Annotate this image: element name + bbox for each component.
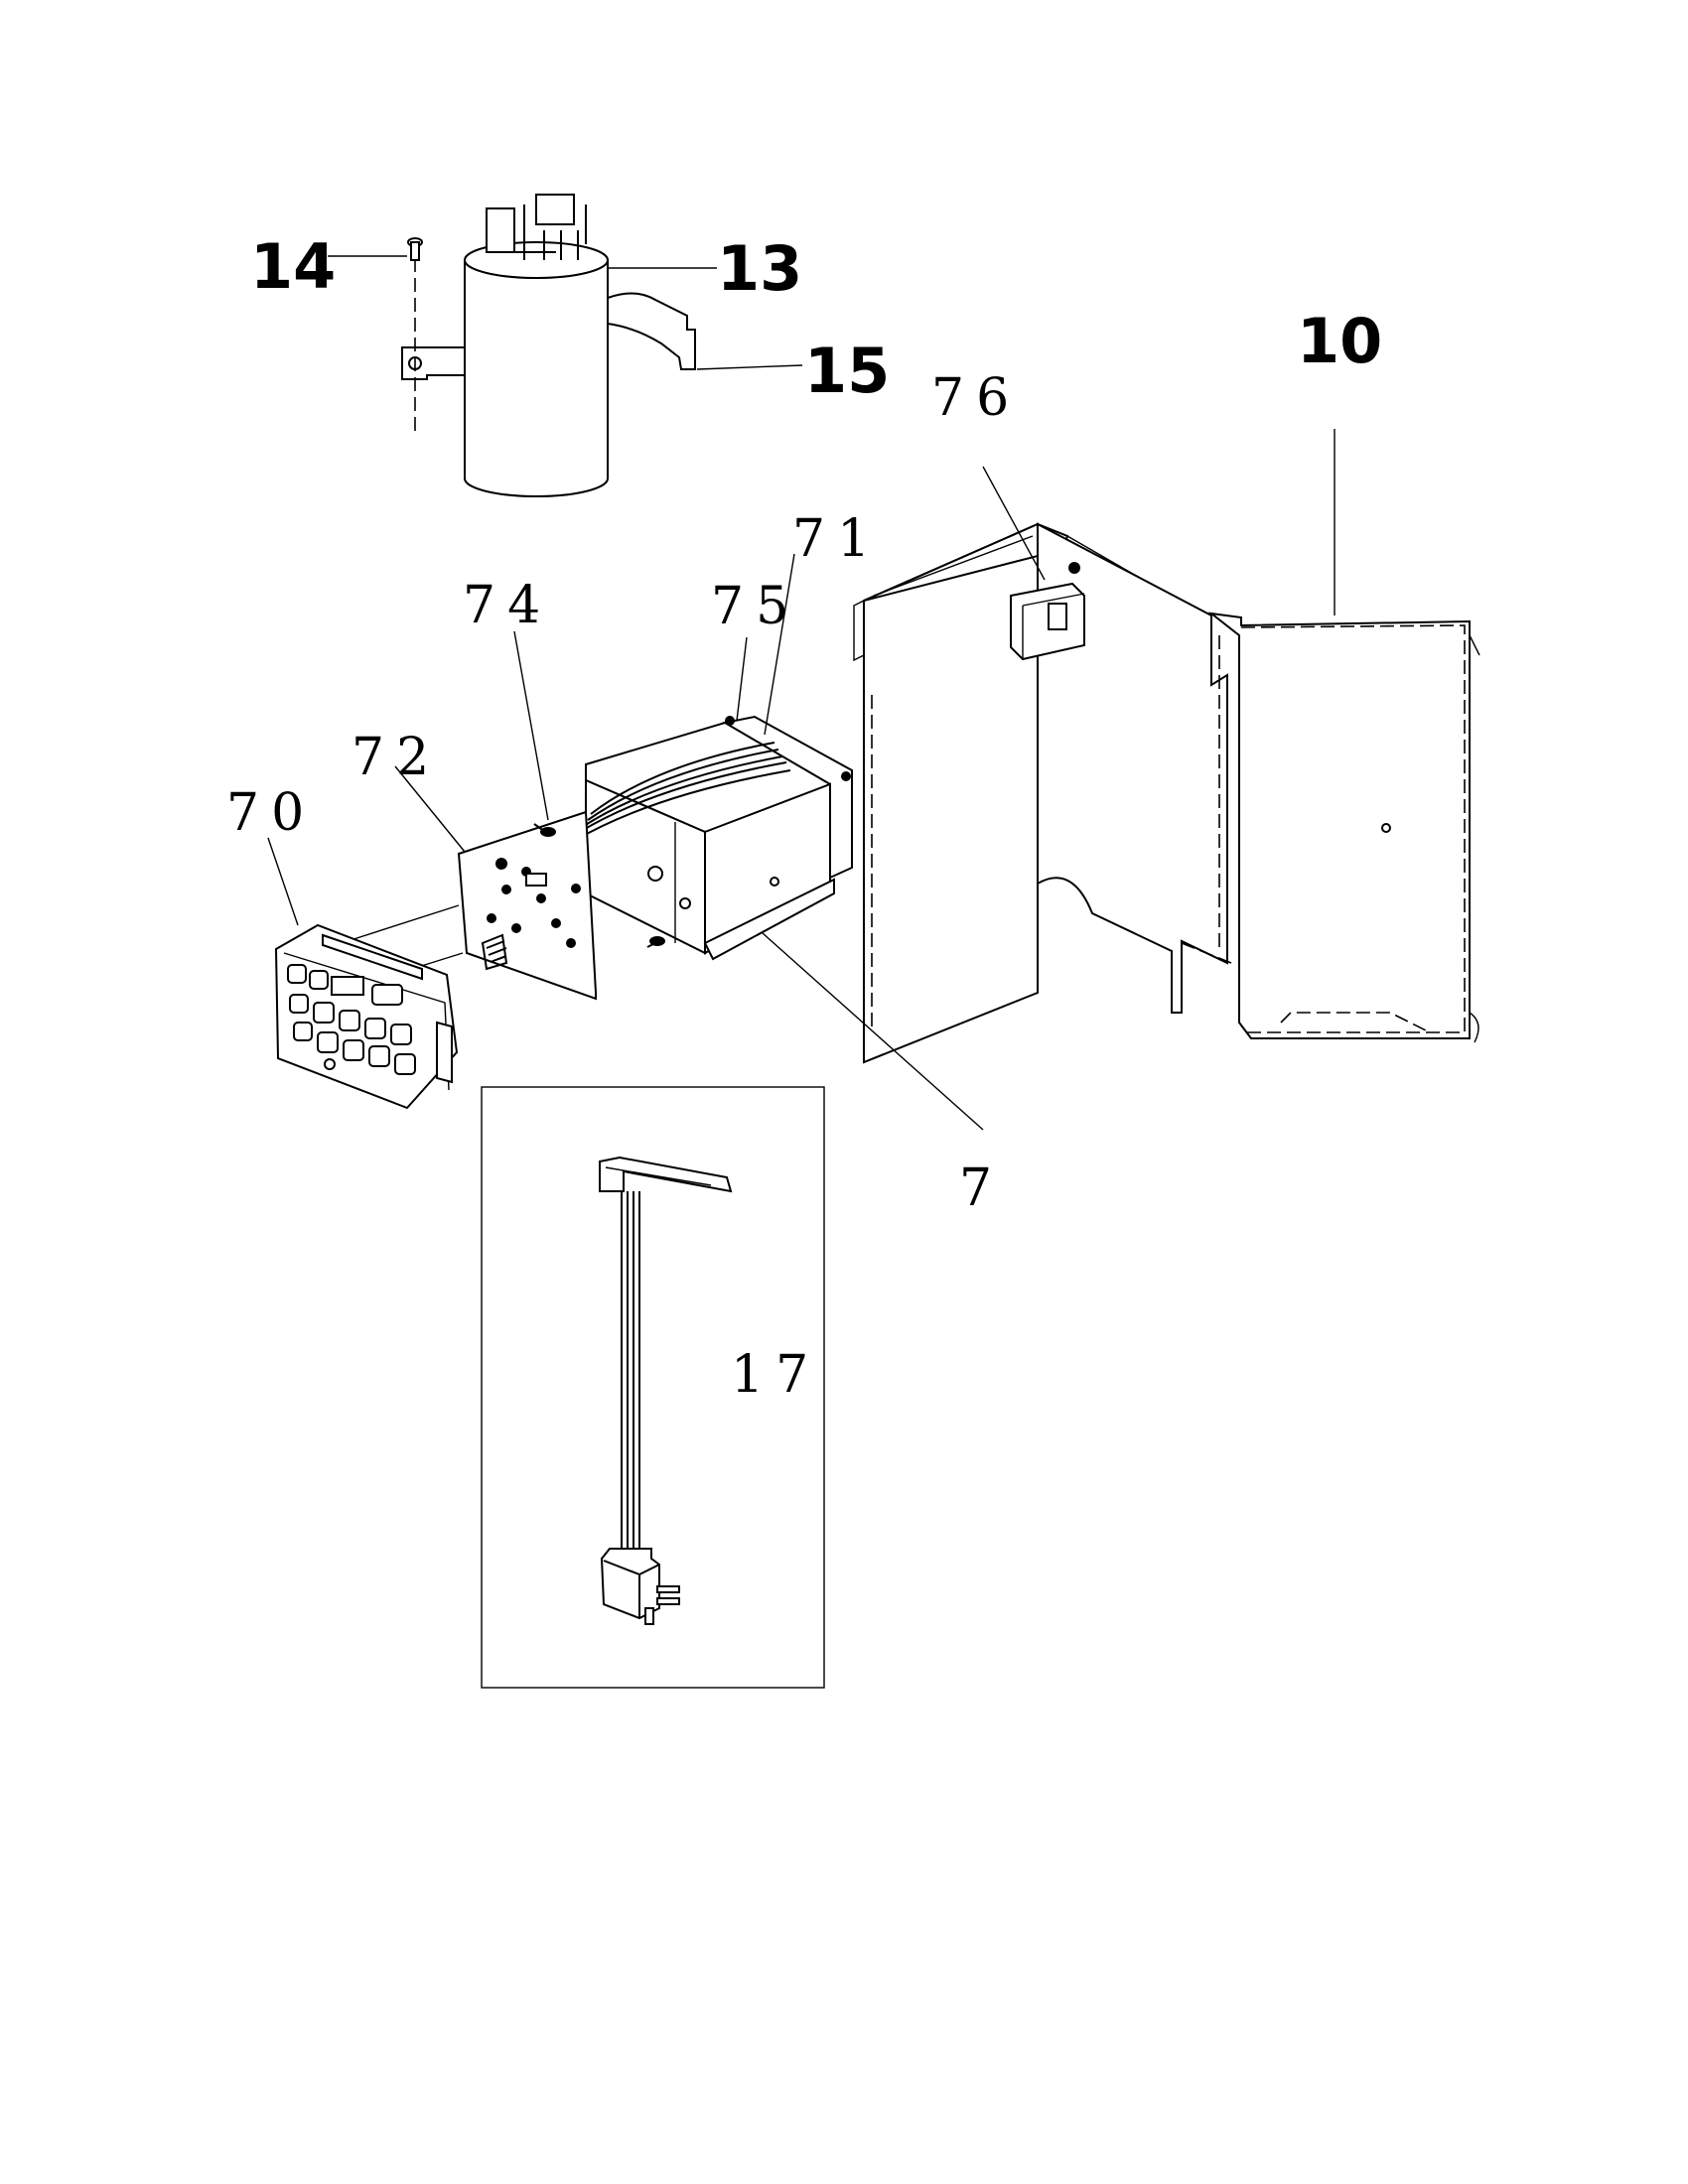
screw-14 xyxy=(407,237,423,261)
screw-74 xyxy=(533,823,665,948)
leader-71 xyxy=(764,553,795,736)
callout-75: 75 xyxy=(711,577,800,636)
circuit-board-72 xyxy=(347,810,597,1001)
leader-74 xyxy=(513,630,549,821)
keypad xyxy=(287,964,416,1075)
leader-7 xyxy=(762,932,984,1131)
callout-74: 74 xyxy=(463,576,552,635)
callout-17: 17 xyxy=(731,1345,820,1405)
bracket-15 xyxy=(607,292,696,370)
callout-7: 7 xyxy=(959,1159,1004,1218)
callout-10: 10 xyxy=(1297,305,1382,377)
callout-15: 15 xyxy=(804,335,890,407)
callout-71: 71 xyxy=(792,509,882,569)
leader-72 xyxy=(394,765,466,853)
leader-75 xyxy=(736,636,748,722)
leader-70 xyxy=(267,837,299,926)
callout-14: 14 xyxy=(250,230,336,303)
leader-76 xyxy=(982,466,1046,581)
power-cord-inset-frame xyxy=(481,1086,825,1689)
callout-13: 13 xyxy=(717,232,802,305)
capacitor-strap xyxy=(401,258,466,437)
control-box-71 xyxy=(575,715,853,961)
control-panel-70 xyxy=(274,923,459,1110)
transformer-76 xyxy=(1010,562,1085,661)
board-components xyxy=(481,858,581,971)
leader-15 xyxy=(696,364,803,370)
callout-72: 72 xyxy=(352,728,441,787)
housing-10 xyxy=(853,522,1480,1064)
power-cord-17 xyxy=(599,1156,733,1625)
capacitor-13 xyxy=(464,194,609,497)
callout-76: 76 xyxy=(931,368,1021,428)
callout-70: 70 xyxy=(226,783,316,843)
